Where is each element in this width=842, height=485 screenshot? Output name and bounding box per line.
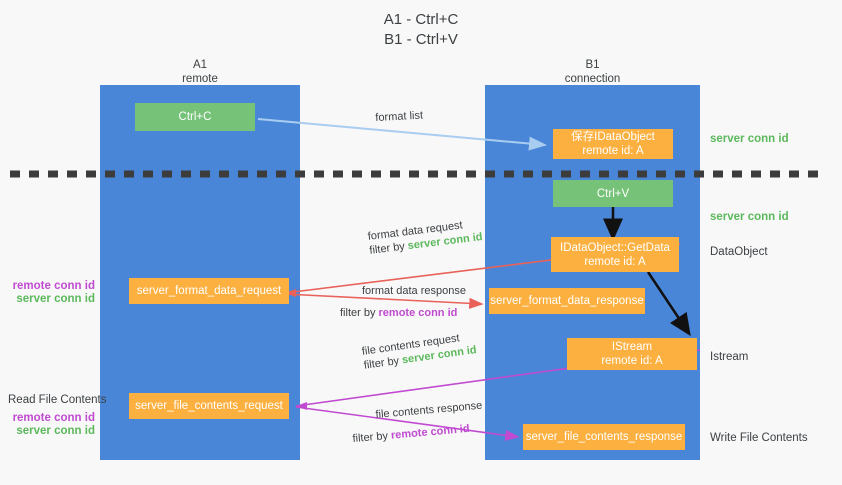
column-header-b1-name: B1	[585, 59, 600, 71]
node-idataobject-getdata[interactable]: IDataObject::GetData remote id: A	[551, 237, 679, 272]
edge-label-file-contents-response-filter-prefix: filter by	[352, 429, 392, 446]
annotation-server-conn-id-lower: server conn id	[16, 425, 95, 437]
node-idataobject-getdata-line1: IDataObject::GetData	[560, 241, 670, 254]
node-server-file-contents-request[interactable]: server_file_contents_request	[129, 393, 289, 419]
column-header-a1-sub: remote	[182, 73, 218, 85]
annotation-server-conn-id-upper: server conn id	[16, 293, 95, 305]
node-ctrl-c[interactable]: Ctrl+C	[135, 103, 255, 131]
node-ctrl-v[interactable]: Ctrl+V	[553, 180, 673, 207]
node-server-file-contents-response[interactable]: server_file_contents_response	[523, 424, 685, 450]
node-istream-line2: remote id: A	[601, 355, 663, 367]
arrow-format-data-response	[284, 293, 484, 309]
node-server-format-data-request-label: server_format_data_request	[136, 285, 282, 297]
column-header-b1: B1 connection	[485, 58, 700, 86]
annotation-server-conn-id-second: server conn id	[710, 211, 789, 223]
annotation-server-conn-id-top: server conn id	[710, 133, 789, 145]
node-server-file-contents-response-label: server_file_contents_response	[525, 431, 683, 443]
annotation-write-file-contents: Write File Contents	[710, 432, 808, 444]
node-ctrl-c-label: Ctrl+C	[178, 111, 212, 123]
node-idataobject-getdata-line2: remote id: A	[584, 255, 646, 268]
edge-label-format-data-response-filter: filter by remote conn id	[340, 306, 466, 320]
node-save-idataobject-line1: 保存IDataObject	[571, 131, 655, 143]
column-header-b1-sub: connection	[564, 73, 621, 85]
annotation-dataobject: DataObject	[710, 246, 768, 258]
column-header-a1-name: A1	[192, 59, 208, 71]
edge-label-format-data-response: format data response filter by remote co…	[340, 284, 466, 320]
node-istream[interactable]: IStream remote id: A	[567, 338, 697, 370]
arrow-file-contents-response	[295, 406, 520, 441]
edge-label-format-data-response-filter-value: remote conn id	[378, 307, 458, 319]
annotation-read-file-contents: Read File Contents	[8, 394, 107, 406]
annotation-remote-conn-id-upper: remote conn id	[12, 280, 95, 292]
page-title: A1 - Ctrl+C B1 - Ctrl+V	[383, 11, 459, 48]
node-server-file-contents-request-label: server_file_contents_request	[135, 400, 283, 412]
node-save-idataobject[interactable]: 保存IDataObject remote id: A	[553, 129, 673, 159]
edge-label-format-data-response-line1: format data response	[362, 285, 466, 297]
arrow-format-list	[257, 118, 547, 151]
edge-label-format-data-response-filter-prefix: filter by	[340, 307, 379, 319]
annotation-remote-conn-id-lower: remote conn id	[12, 412, 95, 424]
column-header-a1: A1 remote	[100, 58, 300, 86]
node-server-format-data-response-label: server_format_data_response	[490, 295, 644, 307]
annotation-istream: Istream	[710, 351, 749, 363]
arrow-getdata-to-istream	[646, 271, 691, 337]
node-server-format-data-response[interactable]: server_format_data_response	[489, 288, 645, 314]
node-server-format-data-request[interactable]: server_format_data_request	[129, 278, 289, 304]
edge-label-format-list: format list	[375, 109, 424, 124]
node-ctrl-v-label: Ctrl+V	[596, 187, 630, 200]
node-save-idataobject-line2: remote id: A	[582, 145, 644, 157]
node-istream-line1: IStream	[611, 341, 653, 353]
